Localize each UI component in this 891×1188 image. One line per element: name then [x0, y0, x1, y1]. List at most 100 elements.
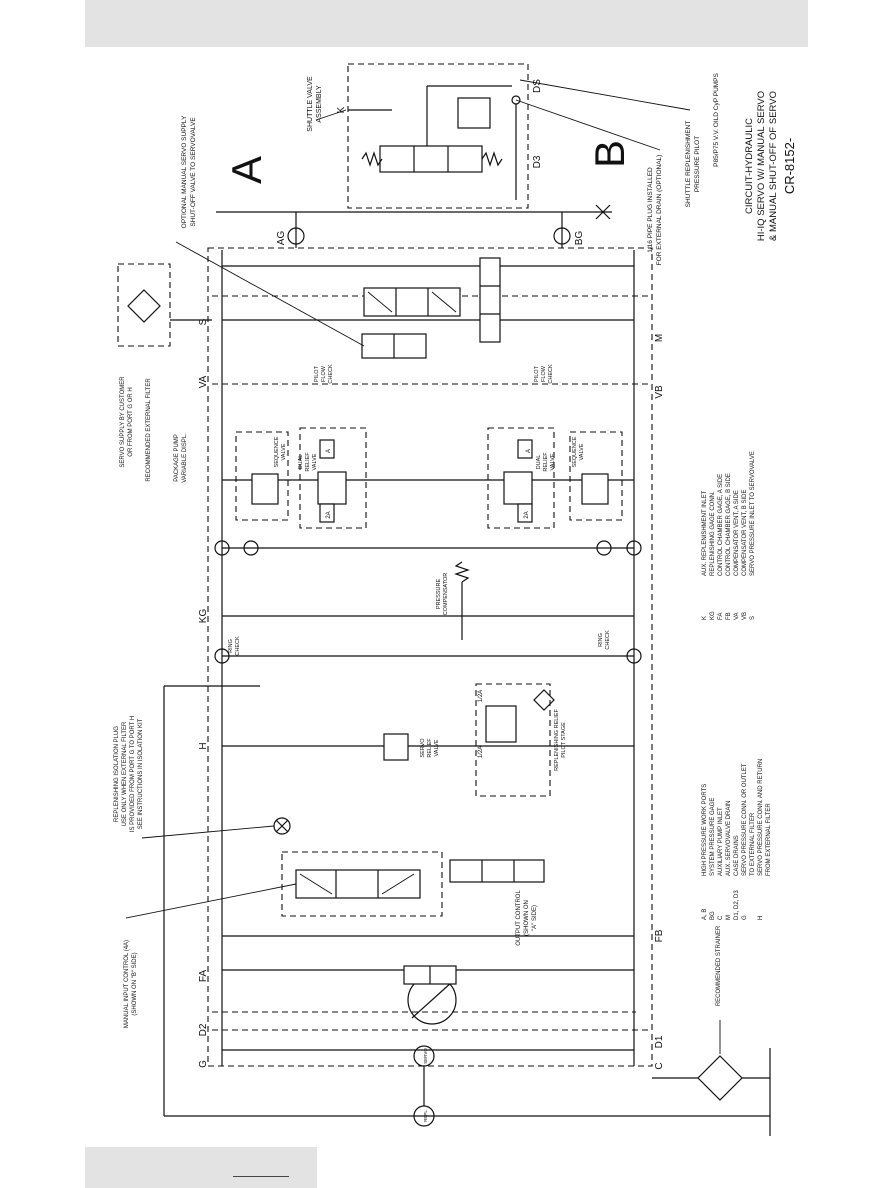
- sequence-valve-a: [251, 473, 279, 505]
- callout-pipe-plug: FOR EXTERNAL DRAIN (OPTIONAL): [656, 155, 663, 266]
- shuttle-spring-right: [481, 151, 503, 167]
- callout-servo-supply: OR FROM PORT G OR H: [128, 387, 134, 456]
- legend-code: M: [726, 915, 732, 920]
- label-replenishing-relief: PILOT STAGE: [561, 722, 567, 758]
- label-dual-relief: DUAL: [298, 455, 304, 470]
- legend-code: KG: [710, 611, 716, 620]
- replenishing-relief-valve: [485, 705, 517, 743]
- legend-desc: CASE DRAINS: [734, 835, 740, 876]
- dual-relief-a-label-box-2: [319, 503, 335, 523]
- side-letter-b: B: [586, 140, 633, 168]
- port-k: K: [336, 106, 347, 113]
- check-valve: [596, 540, 612, 556]
- port-d1: D1: [654, 1035, 665, 1048]
- label-pressure-compensator: COMPENSATOR: [443, 573, 449, 616]
- label-servo-relief: VALVE: [434, 739, 440, 756]
- legend-code: G: [742, 915, 748, 920]
- legend-desc: TO EXTERNAL FILTER: [750, 812, 756, 876]
- legend-code: VB: [742, 612, 748, 620]
- label-valve-2a: 2A: [326, 511, 332, 518]
- label-dual-relief: RELIEF: [305, 452, 311, 472]
- legend-desc: COMPENSATOR VENT, A SIDE: [734, 490, 740, 576]
- port-s: S: [198, 318, 209, 325]
- label-pilot-flow-check: PILOT: [314, 365, 320, 382]
- label-sequence-valve: VALVE: [579, 443, 585, 460]
- callout-manual-input: (SHOWN ON "B" SIDE): [132, 952, 138, 1015]
- port-bg: BG: [574, 231, 585, 246]
- callout-shuttle-pilot: PRESSURE PILOT: [694, 136, 701, 192]
- check-valve: [243, 540, 259, 556]
- pump-models: P85/P75 V.V. OILD CyP PUMPS: [713, 72, 720, 166]
- legend-desc: COMPENSATOR VENT, B SIDE: [742, 490, 748, 576]
- callout-shuttle-valve: SHUTTLE VALVE: [307, 76, 314, 132]
- legend-desc: CONTROL CHAMBER GAGE, B SIDE: [726, 473, 732, 576]
- legend-desc: SYSTEM PRESSURE GAGE: [710, 798, 716, 876]
- legend-code: FB: [726, 612, 732, 620]
- legend-desc: FROM EXTERNAL FILTER: [766, 803, 772, 876]
- legend-code: H: [758, 916, 764, 920]
- label-dual-relief: DUAL: [536, 455, 542, 470]
- title-line-2: HI-IQ SERVO W/ MANUAL SERVO: [756, 91, 767, 241]
- label-ring-check: CHECK: [235, 636, 241, 656]
- label-dual-relief: RELIEF: [543, 452, 549, 472]
- servovalve-main: [363, 287, 461, 317]
- dual-relief-b-label-box-2: [517, 503, 533, 523]
- legend-code: A, B: [702, 909, 708, 920]
- callout-package-pump: VARIABLE DISPL.: [182, 433, 188, 483]
- port-kg: KG: [198, 609, 209, 624]
- label-sequence-valve: SEQUENCE: [274, 436, 280, 467]
- label-dual-relief: VALVE: [312, 453, 318, 470]
- label-pilot-ratio: 1/2A: [478, 690, 484, 702]
- legend-desc: AUXILIARY PUMP INLET: [718, 807, 724, 876]
- port-m: M: [654, 334, 665, 342]
- label-valve-a: A: [326, 449, 332, 453]
- check-valve: [214, 540, 230, 556]
- callout-replenishing-plug: IS PROVIDED FROM PORT G TO PORT H: [130, 716, 136, 832]
- label-pilot-flow-check: CHECK: [328, 364, 334, 384]
- port-ds: DS: [532, 79, 543, 93]
- port-d2: D2: [198, 1023, 209, 1036]
- ring-check-a: [214, 648, 230, 664]
- label-repl-pump: REPL: [423, 1110, 428, 1122]
- external-filter-box: [117, 263, 171, 347]
- label-ring-check: RING: [228, 639, 234, 653]
- callout-package-pump: PACKAGE PUMP: [174, 434, 180, 482]
- callout-optional-manual: SHUT-OFF VALVE TO SERVOVALVE: [190, 117, 197, 227]
- callout-output-control: "A" SIDE): [532, 905, 538, 931]
- port-g: G: [198, 1060, 209, 1068]
- port-c: C: [654, 1062, 665, 1069]
- callout-replenishing-plug: REPLENISHING ISOLATION PLUG: [114, 726, 120, 822]
- label-valve-a: A: [526, 449, 532, 453]
- shuttle-spring-left: [361, 151, 383, 167]
- ring-check-b: [626, 648, 642, 664]
- callout-output-control: OUTPUT CONTROL: [516, 890, 522, 946]
- label-pilot-flow-check: FLOW: [321, 365, 327, 382]
- label-pilot-flow-check: FLOW: [541, 365, 547, 382]
- legend-left: A, B HIGH PRESSURE WORK PORTS BG SYSTEM …: [702, 759, 772, 920]
- port-fa: FA: [198, 970, 209, 983]
- label-sequence-valve: SEQUENCE: [572, 436, 578, 467]
- legend-code: FA: [718, 613, 724, 620]
- check-ag: [287, 227, 305, 245]
- callout-shuttle-valve: ASSEMBLY: [316, 85, 323, 123]
- title-line-1: CIRCUIT-HYDRAULIC: [744, 118, 755, 214]
- label-sequence-valve: VALVE: [281, 443, 287, 460]
- shuttle-pilot-valve: [457, 97, 491, 129]
- legend-code: BG: [710, 911, 716, 920]
- label-pressure-compensator: PRESSURE: [436, 579, 442, 610]
- legend-desc: SERVO PRESSURE INLET TO SERVOVALVE: [750, 451, 756, 576]
- legend-code: K: [702, 616, 708, 620]
- legend-desc: SERVO PRESSURE CONN. AND RETURN: [758, 759, 764, 876]
- label-valve-2a: 2A: [524, 511, 530, 518]
- callout-manual-input: MANUAL INPUT CONTROL (4A): [124, 940, 130, 1028]
- legend-right: K AUX. REPLENISHMENT INLET KG REPLENISHI…: [702, 451, 756, 620]
- legend-desc: REPLENISHING GAGE CONN.: [710, 491, 716, 576]
- port-fb: FB: [654, 929, 665, 942]
- header-bar: [85, 0, 808, 47]
- drawing-number: CR-8152-: [782, 138, 797, 194]
- legend-code: S: [750, 616, 756, 620]
- servo-relief-valve: [383, 733, 409, 761]
- check-valve: [626, 540, 642, 556]
- callout-replenishing-plug: USE ONLY WHEN EXTERNAL FILTER: [122, 721, 128, 826]
- legend-desc: AUX. SERVOVALVE DRAIN: [726, 801, 732, 876]
